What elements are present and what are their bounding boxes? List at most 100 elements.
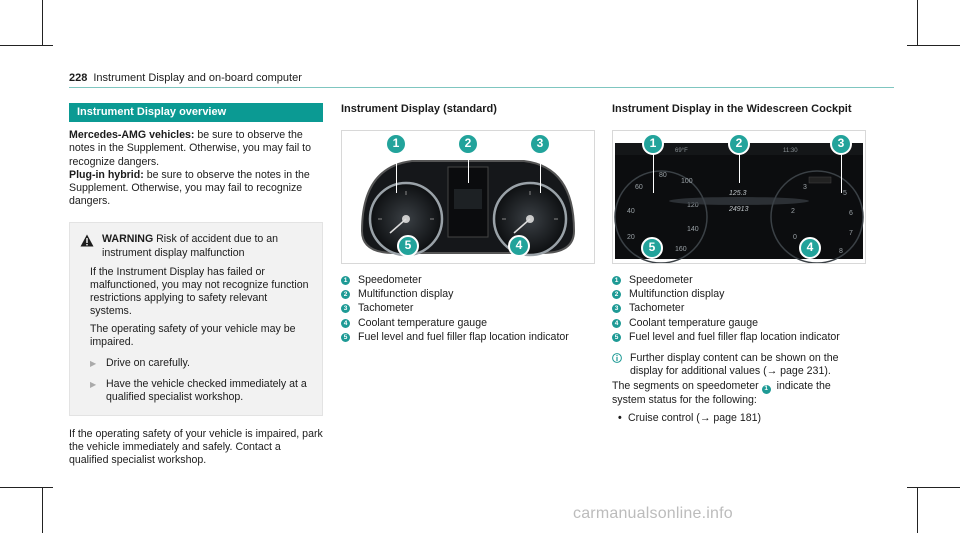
svg-text:11:30: 11:30 (783, 148, 798, 154)
amg-text: be sure to observe the notes in the Supp… (69, 129, 312, 168)
legend-label: Fuel level and fuel filler flap location… (358, 330, 569, 343)
warning-header: WARNING Risk of accident due to an instr… (80, 233, 310, 259)
watermark: carmanualsonline.info (573, 505, 733, 522)
legend-label: Speedometer (358, 274, 422, 286)
callout-4: 4 (508, 235, 530, 257)
callout-5: 5 (641, 237, 663, 259)
legend-number: 3 (341, 304, 350, 314)
hybrid-paragraph: Plug-in hybrid: be sure to observe the n… (69, 169, 323, 209)
hybrid-label: Plug-in hybrid: (69, 168, 144, 181)
callout-2: 2 (457, 133, 479, 155)
crop-mark (0, 487, 53, 488)
page-number: 228 (69, 72, 88, 84)
svg-text:5: 5 (843, 190, 847, 197)
warning-para-2: The operating safety of your vehicle may… (90, 322, 296, 348)
callout-line (841, 153, 842, 193)
svg-text:60: 60 (635, 184, 643, 191)
page-header: 228 Instrument Display and on-board compu… (69, 72, 302, 84)
legend-label: Speedometer (629, 274, 693, 286)
step-text: Have the vehicle checked immediately at … (106, 378, 307, 404)
inline-number: 1 (761, 384, 771, 394)
column-overview: Instrument Display overview Mercedes-AMG… (69, 103, 323, 467)
svg-text:2: 2 (791, 208, 795, 215)
callout-line (540, 153, 541, 193)
info-icon (612, 353, 622, 363)
bullet-marker: • (618, 411, 622, 424)
legend-label: Fuel level and fuel filler flap location… (629, 330, 840, 343)
crop-mark (917, 487, 918, 533)
warning-box: WARNING Risk of accident due to an instr… (69, 222, 323, 416)
svg-text:160: 160 (675, 246, 687, 253)
legend-label: Tachometer (358, 302, 414, 315)
note-text: Further display content can be shown on … (630, 352, 839, 378)
legend-label: Multifunction display (358, 288, 454, 301)
callout-line (739, 153, 740, 183)
standard-cluster-figure: 1 2 3 5 4 (341, 130, 595, 264)
callout-2: 2 (728, 133, 750, 155)
legend-item: 5 Fuel level and fuel filler flap locatio… (612, 331, 866, 344)
svg-text:24913: 24913 (728, 206, 749, 213)
standard-legend: 1 Speedometer 2 Multifunction display 3 Tac… (341, 274, 595, 344)
svg-text:6: 6 (849, 210, 853, 217)
warning-title: WARNING Risk of accident due to an instr… (102, 233, 310, 259)
widescreen-heading: Instrument Display in the Widescreen Coc… (612, 103, 852, 115)
warning-title-text: Risk of accident due to an instrument di… (102, 233, 279, 259)
svg-text:20: 20 (627, 234, 635, 241)
segments-pre: The segments on speedometer (612, 380, 759, 393)
svg-text:40: 40 (627, 208, 635, 215)
callout-line (468, 153, 469, 183)
legend-number: 2 (612, 290, 621, 300)
warning-step-1: ▶ Drive on carefully. (90, 357, 310, 370)
legend-label: Multifunction display (629, 288, 725, 301)
legend-label: Tachometer (629, 302, 685, 315)
svg-text:125.3: 125.3 (729, 190, 747, 197)
legend-number: 4 (612, 318, 621, 328)
callout-3: 3 (529, 133, 551, 155)
callout-line (653, 153, 654, 193)
legend-number: 5 (612, 332, 621, 342)
legend-item: 3 Tachometer (341, 302, 595, 315)
step-arrow-icon: ▶ (90, 380, 97, 390)
legend-item: 4 Coolant temperature gauge (341, 317, 595, 330)
warning-step-2: ▶ Have the vehicle checked immediately at… (90, 378, 310, 404)
callout-1: 1 (642, 133, 664, 155)
legend-number: 4 (341, 318, 350, 328)
bullet-text: Cruise control (→ page 181) (628, 411, 762, 424)
svg-text:0: 0 (793, 234, 797, 241)
hybrid-text: be sure to observe the notes in the Supp… (69, 168, 310, 208)
standard-cluster-illustration (360, 160, 576, 257)
step-text: Drive on carefully. (106, 357, 190, 370)
warning-para-1: If the Instrument Display has failed or … (90, 265, 309, 318)
callout-5: 5 (397, 235, 419, 257)
legend-item: 1 Speedometer (341, 274, 595, 287)
legend-label: Coolant temperature gauge (358, 316, 487, 329)
closing-paragraph: If the operating safety of your vehicle … (69, 427, 323, 467)
crop-mark (907, 45, 960, 46)
svg-text:7: 7 (849, 230, 853, 237)
info-note: Further display content can be shown on … (612, 352, 866, 378)
legend-number: 2 (341, 290, 350, 300)
svg-text:120: 120 (687, 202, 699, 209)
svg-text:80: 80 (659, 172, 667, 179)
legend-label: Coolant temperature gauge (629, 316, 758, 329)
callout-line (396, 153, 397, 193)
crop-mark (907, 487, 960, 488)
legend-number: 1 (341, 276, 350, 285)
warning-label: WARNING (102, 233, 154, 246)
crop-mark (42, 487, 43, 533)
crop-mark (917, 0, 918, 46)
chapter-title: Instrument Display and on-board computer (93, 72, 302, 84)
crop-mark (42, 0, 43, 46)
svg-text:69°F: 69°F (675, 148, 688, 154)
step-arrow-icon: ▶ (90, 359, 97, 369)
svg-text:8: 8 (839, 248, 843, 255)
legend-item: 4 Coolant temperature gauge (612, 317, 866, 330)
callout-1: 1 (385, 133, 407, 155)
section-title: Instrument Display overview (69, 103, 323, 123)
crop-mark (0, 45, 53, 46)
